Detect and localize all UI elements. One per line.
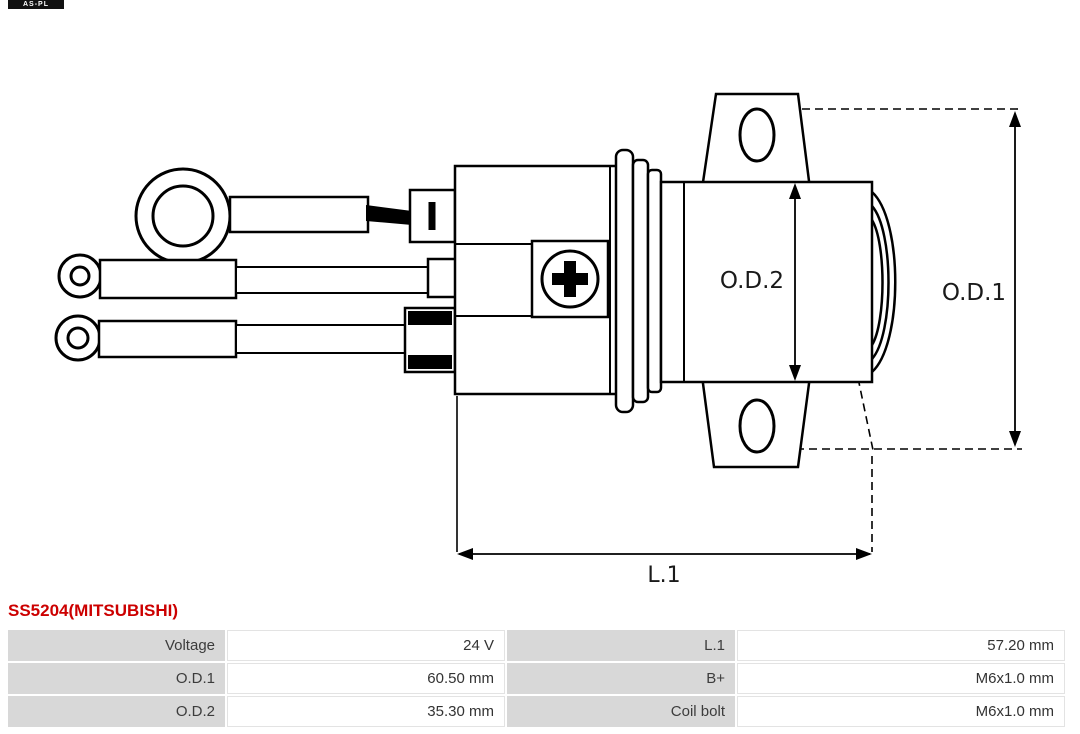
solenoid-technical-drawing: O.D.2 O.D.1 L.1	[54, 92, 1022, 588]
flange-plates	[614, 148, 663, 414]
ring-terminal	[134, 167, 457, 265]
brand-logo: AS-PL	[8, 0, 64, 9]
eyelet-terminal-2	[54, 306, 457, 374]
spec-value: 57.20 mm	[737, 630, 1065, 661]
solenoid-cylinder	[659, 180, 897, 384]
spec-value: 60.50 mm	[227, 663, 505, 694]
spec-value: M6x1.0 mm	[737, 663, 1065, 694]
spec-label: Voltage	[8, 630, 225, 661]
eyelet-terminal-1	[57, 253, 458, 300]
dimension-l1: L.1	[457, 548, 872, 588]
spec-value: 24 V	[227, 630, 505, 661]
construction-lines	[456, 108, 1022, 552]
spec-label: Coil bolt	[507, 696, 735, 727]
mounting-bracket-bottom	[700, 374, 812, 469]
spec-label: O.D.2	[8, 696, 225, 727]
spec-label: O.D.1	[8, 663, 225, 694]
dimension-od2: O.D.2	[720, 183, 801, 381]
terminal-screw	[530, 239, 610, 319]
od2-label: O.D.2	[720, 268, 784, 294]
spec-value: M6x1.0 mm	[737, 696, 1065, 727]
spec-label: B+	[507, 663, 735, 694]
od1-label: O.D.1	[942, 280, 1006, 306]
dimension-od1: O.D.1	[942, 111, 1021, 447]
spec-label: L.1	[507, 630, 735, 661]
l1-label: L.1	[647, 563, 680, 588]
mounting-bracket-top	[700, 92, 812, 191]
spec-value: 35.30 mm	[227, 696, 505, 727]
part-number: SS5204(MITSUBISHI)	[8, 601, 179, 620]
spec-table: Voltage 24 V L.1 57.20 mm O.D.1 60.50 mm…	[8, 630, 1065, 727]
